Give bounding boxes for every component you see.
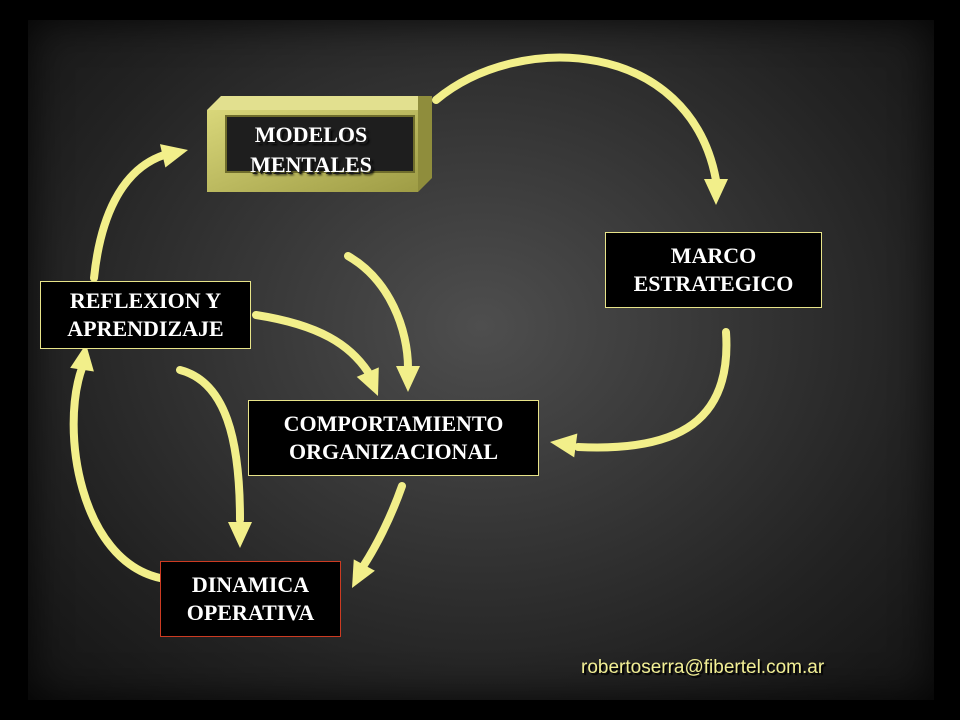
arrow-marco-to-comportamiento-head [550, 433, 578, 458]
marco-line1: MARCO [670, 243, 757, 268]
arrow-reflexion-to-comportamiento-head [356, 367, 379, 396]
arrow-marco-to-comportamiento [574, 328, 731, 452]
arrow-modelos-to-marco [432, 53, 720, 184]
frame-inner [226, 116, 414, 172]
arrow-comportamiento-to-dinamica-head [352, 559, 375, 588]
arrow-modelos-to-marco-head [704, 179, 728, 205]
arrow-reflexion-to-modelos [90, 151, 168, 282]
arrow-reflexion-to-comportamiento [252, 311, 372, 376]
modelos-mentales-frame [207, 96, 432, 192]
reflexion-line1: REFLEXION Y [69, 288, 222, 313]
dinamica-line1: DINAMICA [191, 572, 310, 597]
arrow-to-comportamiento-top-head [396, 366, 420, 392]
node-reflexion-aprendizaje: REFLEXION Y APRENDIZAJE [40, 281, 251, 349]
arrow-reflexion-to-dinamica-head [228, 522, 252, 548]
frame-inner-shade [225, 115, 415, 173]
node-modelos-mentales: MODELOS MENTALES [222, 120, 400, 180]
reflexion-line2: APRENDIZAJE [67, 316, 224, 341]
frame-right-face [418, 96, 432, 192]
arrow-reflexion-to-modelos-head [159, 144, 188, 168]
arrow-dinamica-to-reflexion-head [70, 344, 94, 372]
arrow-reflexion-to-dinamica [176, 366, 244, 524]
node-marco-estrategico: MARCO ESTRATEGICO [605, 232, 822, 308]
comportamiento-line2: ORGANIZACIONAL [288, 439, 499, 464]
arrow-comportamiento-to-dinamica [360, 482, 406, 569]
frame-top-face [207, 96, 430, 110]
modelos-line1: MODELOS [254, 122, 368, 147]
footer-email: robertoserra@fibertel.com.ar [581, 657, 825, 678]
dinamica-line2: OPERATIVA [186, 600, 315, 625]
arrow-to-comportamiento-top [344, 252, 412, 372]
marco-line2: ESTRATEGICO [633, 271, 794, 296]
node-comportamiento-organizacional: COMPORTAMIENTO ORGANIZACIONAL [248, 400, 539, 476]
modelos-line2: MENTALES [250, 152, 372, 177]
arrow-group [69, 53, 731, 588]
node-dinamica-operativa: DINAMICA OPERATIVA [160, 561, 341, 637]
arrow-dinamica-to-reflexion [69, 364, 164, 582]
comportamiento-line1: COMPORTAMIENTO [283, 411, 504, 436]
